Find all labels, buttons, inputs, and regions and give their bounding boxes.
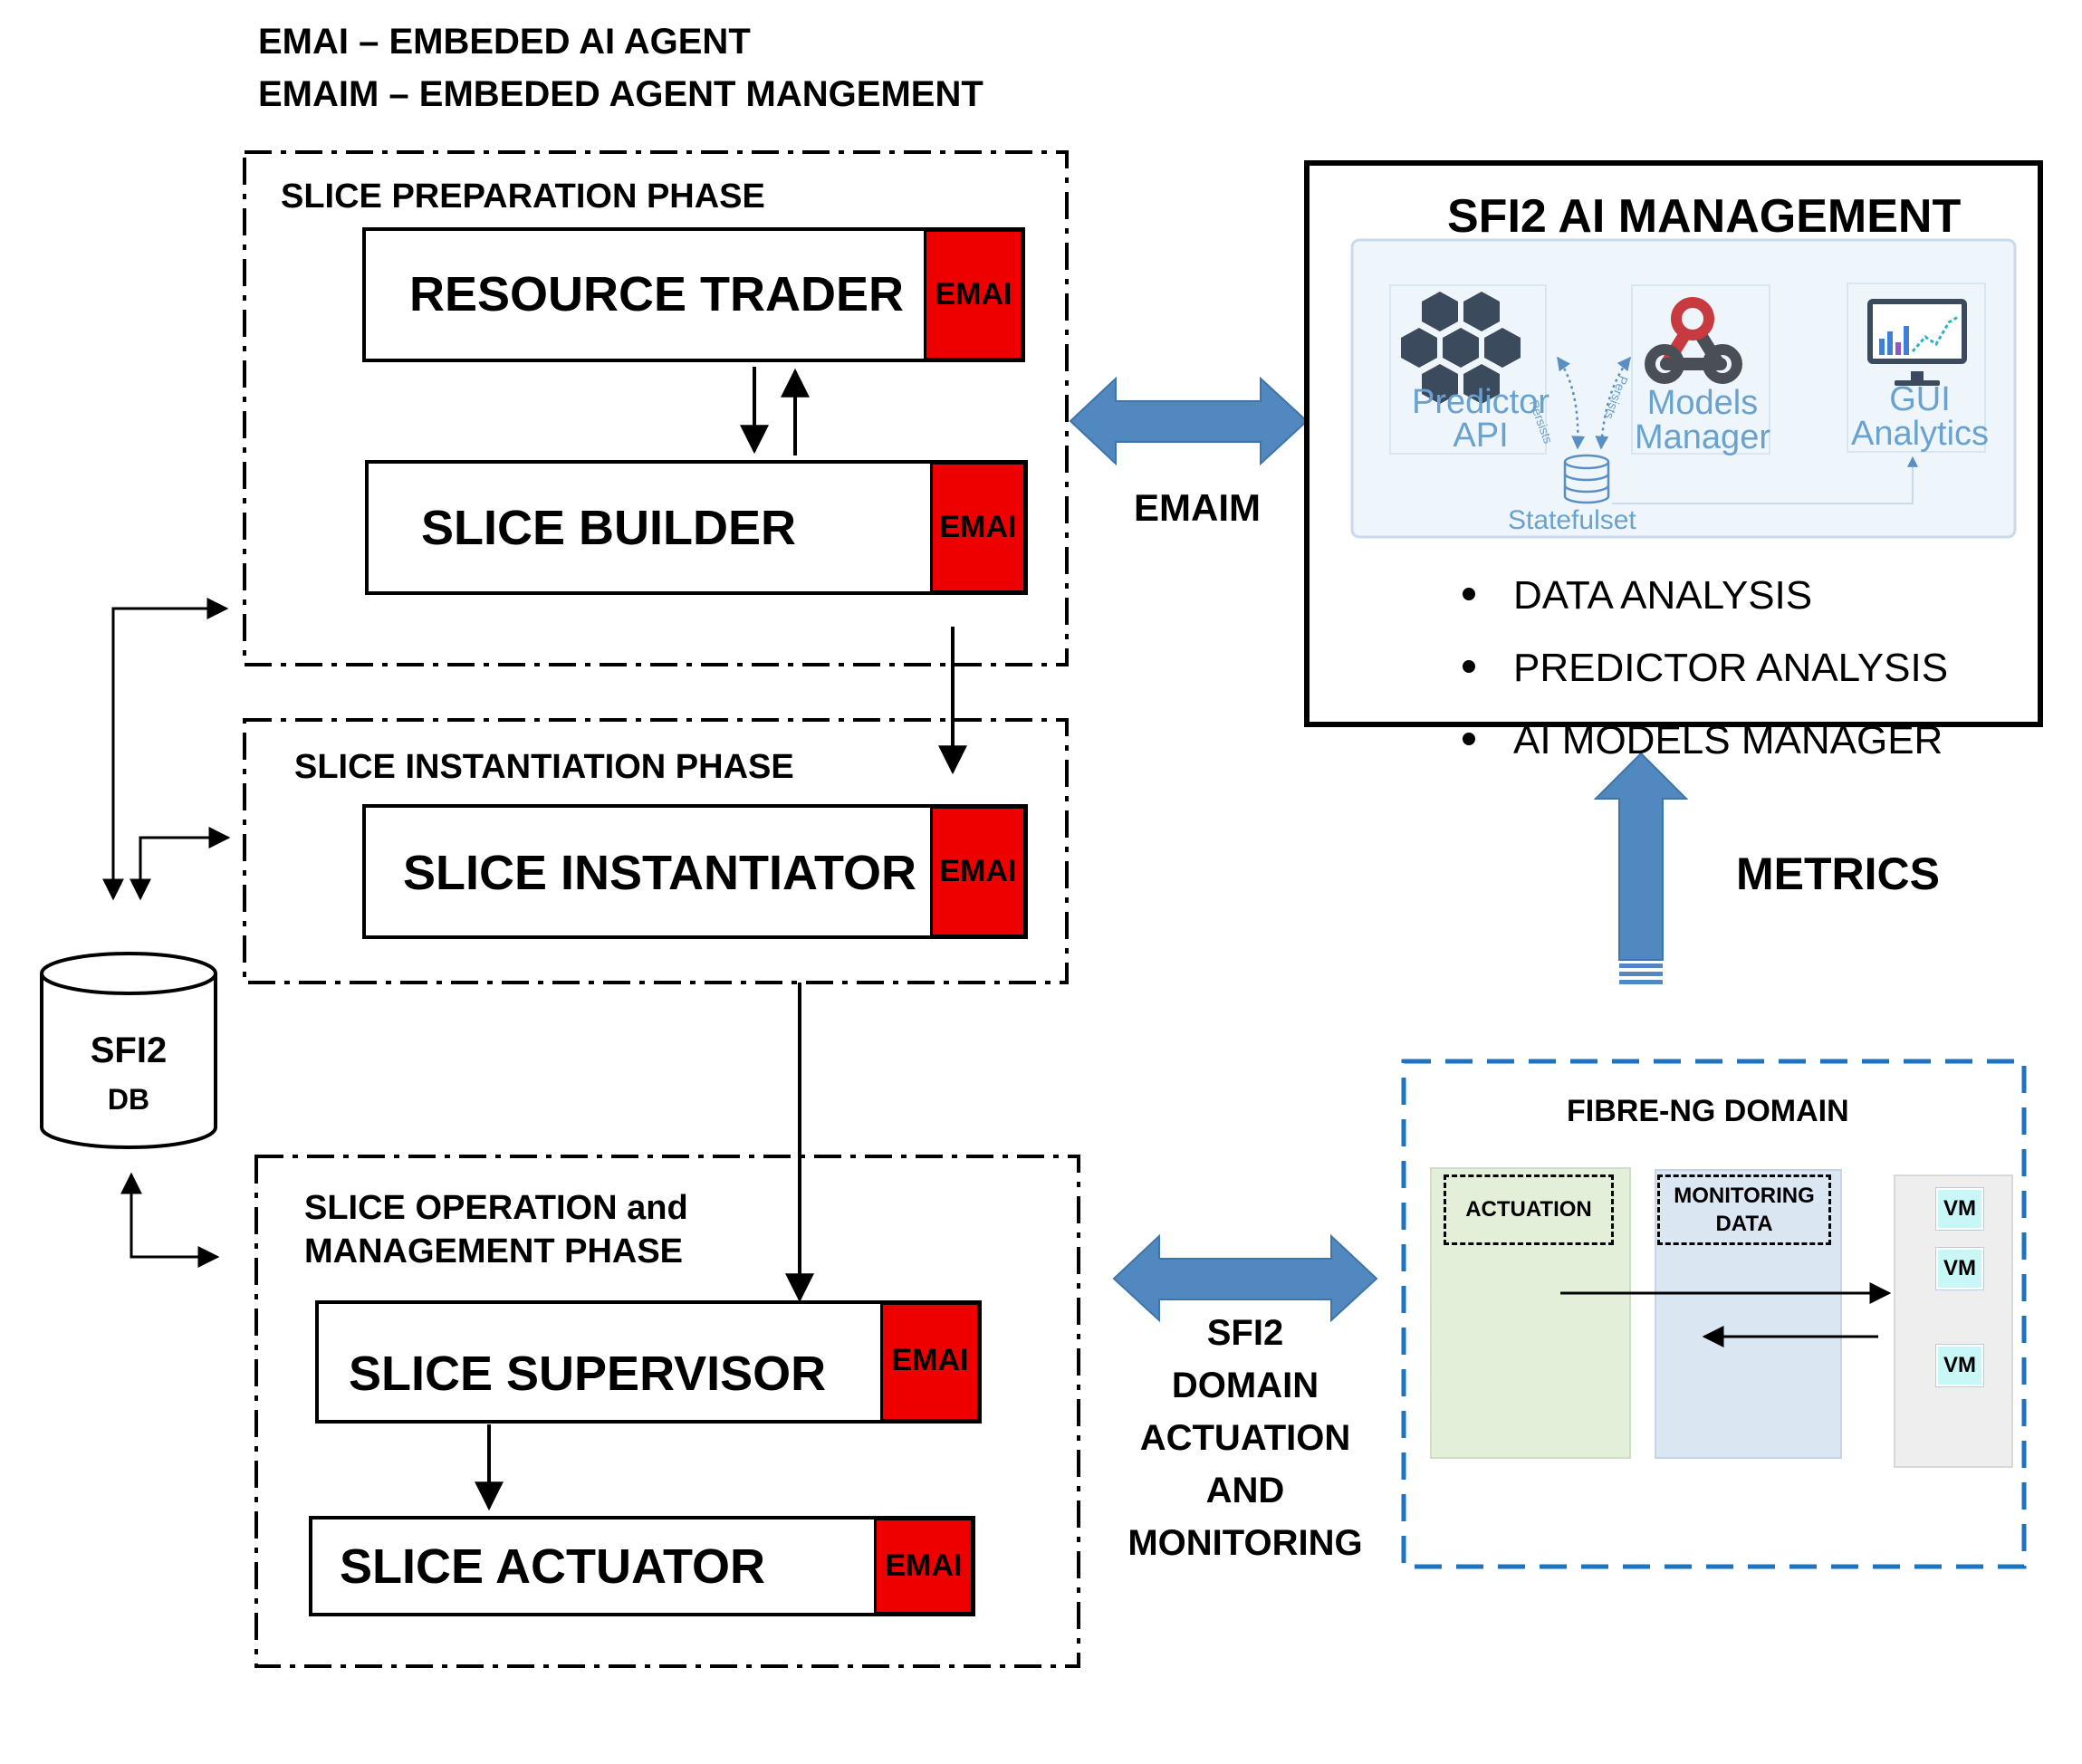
persist-arrow-right (1595, 356, 1631, 450)
slice-instantiator-emai-badge: EMAI (930, 806, 1026, 937)
monitoring-panel (1655, 1169, 1842, 1459)
models-tile (1631, 284, 1770, 455)
webhook-icon (1645, 297, 1742, 384)
domain-link-line3: ACTUATION (1139, 1418, 1351, 1458)
analytics-monitor-icon (1867, 299, 1967, 386)
domain-link-line4: AND (1205, 1471, 1285, 1510)
gui-label-line1: GUI (1889, 380, 1951, 418)
gui-tile (1847, 283, 1986, 453)
gui-label-line2: Analytics (1850, 415, 1990, 453)
db-link-operation (120, 1172, 220, 1268)
ai-capabilities-list: DATA ANALYSIS PREDICTOR ANALYSIS AI MODE… (1463, 560, 1948, 777)
db-link-instantiation (130, 827, 231, 901)
predictor-label-line1: Predictor (1411, 383, 1550, 421)
metrics-label: METRICS (1736, 848, 1940, 899)
actuation-panel (1430, 1167, 1631, 1459)
ai-capability-item: AI MODELS MANAGER (1463, 705, 1948, 777)
preparation-phase-title: SLICE PREPARATION PHASE (281, 177, 765, 216)
operation-phase-title-line2: MANAGEMENT PHASE (304, 1232, 684, 1270)
slice-supervisor-box (315, 1300, 982, 1424)
vm-box: VM (1936, 1188, 1983, 1230)
models-label-line2: Manager (1635, 418, 1770, 456)
monitoring-data-line1: MONITORING (1674, 1183, 1815, 1208)
preparation-phase-frame (243, 150, 1069, 666)
slice-builder-emai-badge: EMAI (930, 462, 1026, 593)
slice-builder-box (365, 460, 1028, 595)
slice-supervisor-emai-badge: EMAI (880, 1302, 980, 1422)
sfi2-db-cylinder (40, 952, 217, 1149)
kubernetes-cluster-icon (1401, 292, 1521, 404)
actuation-box: ACTUATION (1444, 1174, 1614, 1245)
emaim-double-arrow (1069, 376, 1309, 466)
gui-state-link (1612, 455, 1918, 504)
legend-emaim: EMAIM – EMBEDED AGENT MANGEMENT (258, 74, 983, 114)
domain-link-line1: SFI2 (1206, 1313, 1284, 1353)
statefulset-db-icon (1563, 454, 1610, 504)
slice-instantiator-label: SLICE INSTANTIATOR (403, 846, 916, 900)
ai-platform-panel (1350, 238, 2017, 539)
vm-box: VM (1936, 1345, 1983, 1386)
resource-trader-label: RESOURCE TRADER (409, 267, 905, 321)
resource-trader-box (362, 227, 1025, 362)
persist-arrow-left (1556, 356, 1586, 450)
db-label-line1: SFI2 (90, 1031, 168, 1070)
ai-capability-item: DATA ANALYSIS (1463, 560, 1948, 632)
monitoring-data-box: MONITORING DATA (1657, 1174, 1831, 1245)
bullet-dot-icon (1463, 660, 1475, 674)
instantiation-phase-frame (243, 718, 1069, 984)
operation-phase-title-line1: SLICE OPERATION and (304, 1189, 688, 1227)
slice-supervisor-label: SLICE SUPERVISOR (349, 1347, 827, 1401)
legend-emai: EMAI – EMBEDED AI AGENT (258, 22, 751, 62)
slice-builder-label: SLICE BUILDER (421, 501, 797, 555)
resource-trader-emai-badge: EMAI (924, 229, 1023, 360)
ai-management-title: SFI2 AI MANAGEMENT (1447, 190, 1962, 243)
predictor-label-line2: API (1453, 417, 1509, 455)
slice-instantiator-box (362, 804, 1028, 939)
statefulset-label: Statefulset (1508, 505, 1636, 535)
models-label-line1: Models (1646, 384, 1759, 422)
domain-link-line2: DOMAIN (1171, 1366, 1319, 1405)
fibre-domain-frame (1401, 1059, 2027, 1569)
domain-link-line5: MONITORING (1127, 1523, 1363, 1563)
bullet-dot-icon (1463, 588, 1475, 601)
monitoring-data-line2: DATA (1715, 1212, 1773, 1236)
vm-box: VM (1936, 1248, 1983, 1289)
emaim-label: EMAIM (1134, 486, 1261, 529)
slice-actuator-box (309, 1516, 975, 1616)
instantiation-phase-title: SLICE INSTANTIATION PHASE (294, 748, 794, 786)
fibre-domain-title: FIBRE-NG DOMAIN (1567, 1094, 1849, 1128)
bullet-dot-icon (1463, 733, 1475, 746)
domain-double-arrow (1112, 1233, 1378, 1323)
ai-capability-item: PREDICTOR ANALYSIS (1463, 632, 1948, 705)
slice-actuator-label: SLICE ACTUATOR (340, 1539, 765, 1594)
slice-actuator-emai-badge: EMAI (874, 1518, 974, 1615)
metrics-up-arrow (1593, 752, 1689, 984)
db-label-line2: DB (107, 1083, 150, 1116)
predictor-tile (1389, 284, 1547, 455)
db-link-preparation (102, 598, 229, 901)
operation-phase-frame (254, 1155, 1080, 1668)
